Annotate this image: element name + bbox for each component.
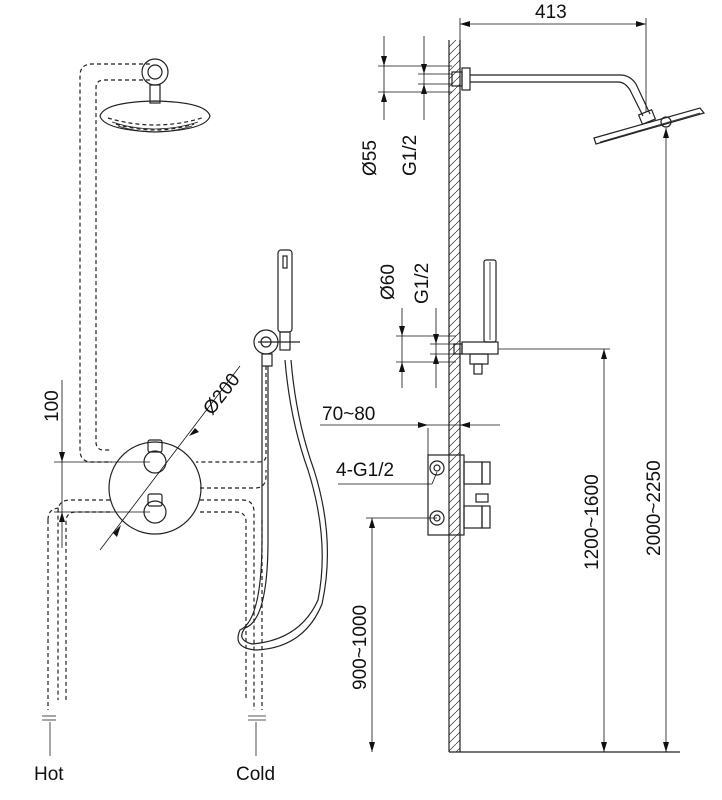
side-view: 413 Ø55 G1/2 — [320, 2, 706, 753]
shower-arm-side — [451, 67, 657, 126]
dim-2000-2250-label: 2000~2250 — [644, 460, 665, 556]
dim-o60-label: Ø60 — [378, 264, 399, 300]
dim-o200 — [99, 365, 241, 551]
dim-g12-top-label: G1/2 — [400, 135, 421, 176]
dim-2000-2250 — [663, 128, 669, 752]
dim-70-80 — [320, 422, 500, 455]
rain-shower-head-front — [99, 58, 211, 133]
dim-1200-1600 — [498, 348, 610, 752]
hand-shower-supply — [196, 366, 267, 463]
dim-o55 — [378, 36, 452, 120]
dim-4g12-label: 4-G1/2 — [336, 460, 394, 481]
dim-100 — [54, 380, 150, 548]
dim-100-label: 100 — [42, 390, 63, 422]
dim-o55-label: Ø55 — [360, 140, 381, 176]
wall-section — [448, 40, 680, 753]
rain-shower-head-side — [593, 107, 706, 145]
dim-4g12 — [338, 471, 438, 485]
concealed-valve-body — [427, 454, 491, 536]
dim-o200-label: Ø200 — [199, 370, 244, 420]
dim-413 — [459, 18, 647, 112]
dim-o60 — [396, 308, 456, 388]
dim-70-80-label: 70~80 — [322, 404, 375, 425]
hot-label: Hot — [34, 764, 64, 785]
dim-g12-mid-label: G1/2 — [412, 263, 433, 304]
supply-pipes — [42, 470, 267, 756]
front-view: 100 Ø200 Hot Cold — [34, 58, 329, 785]
dim-413-label: 413 — [535, 2, 567, 23]
dim-900-1000 — [366, 517, 437, 752]
dim-g12-mid — [430, 308, 456, 388]
dim-1200-1600-label: 1200~1600 — [582, 474, 603, 570]
hand-shower-hose — [237, 359, 329, 651]
cold-label: Cold — [236, 764, 275, 785]
hand-shower-side — [453, 259, 499, 375]
dim-g12-top — [418, 36, 452, 120]
riser-pipe — [79, 63, 150, 463]
nozzle-rows — [107, 117, 203, 131]
hand-shower-front — [253, 249, 300, 367]
dim-900-1000-label: 900~1000 — [350, 605, 371, 690]
